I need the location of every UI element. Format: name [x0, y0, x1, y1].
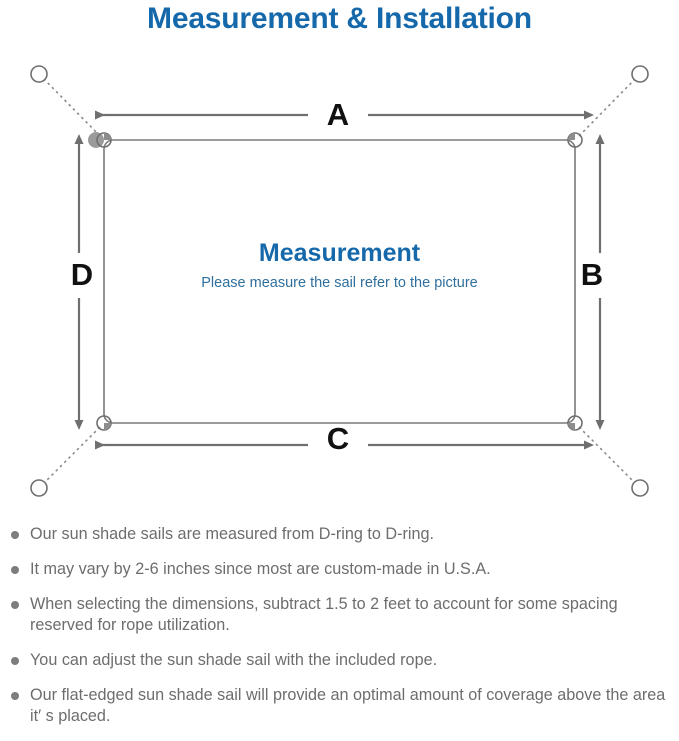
- bullet-icon: [11, 531, 19, 539]
- diagram-center-subtitle: Please measure the sail refer to the pic…: [201, 275, 478, 291]
- bullet-icon: [11, 566, 19, 574]
- list-item: It may vary by 2-6 inches since most are…: [0, 559, 679, 580]
- diagram-svg: [30, 65, 649, 497]
- list-item: You can adjust the sun shade sail with t…: [0, 650, 679, 671]
- list-item: When selecting the dimensions, subtract …: [0, 594, 679, 636]
- d-ring-top-left: [87, 132, 112, 149]
- dimension-label-c: C: [326, 421, 350, 456]
- sail-rectangle: [103, 139, 576, 424]
- list-item-text: Our sun shade sails are measured from D-…: [30, 525, 434, 543]
- dimension-label-d: D: [70, 257, 94, 292]
- d-ring-bottom-right: [567, 415, 583, 431]
- rope-line-top-left: [40, 75, 101, 137]
- bullet-icon: [11, 692, 19, 700]
- dimension-label-b: B: [580, 257, 604, 292]
- d-ring-bottom-left: [96, 415, 112, 431]
- list-item-text: You can adjust the sun shade sail with t…: [30, 651, 438, 669]
- list-item-text: When selecting the dimensions, subtract …: [30, 595, 618, 634]
- d-ring-top-right: [567, 132, 583, 148]
- list-item-text: It may vary by 2-6 inches since most are…: [30, 560, 491, 578]
- list-item-text: Our flat-edged sun shade sail will provi…: [30, 686, 666, 725]
- diagram-center-heading: Measurement: [258, 239, 421, 267]
- diagram-center-caption: Measurement Please measure the sail refe…: [0, 238, 679, 294]
- measurement-diagram: A B C D Measurement Please measure the s…: [0, 48, 679, 518]
- bullet-icon: [11, 657, 19, 665]
- rope-line-bottom-left: [40, 426, 101, 487]
- list-item: Our sun shade sails are measured from D-…: [0, 524, 679, 545]
- anchor-point-bottom-right: [631, 479, 649, 497]
- rope-line-bottom-right: [578, 426, 639, 487]
- anchor-point-top-right: [631, 65, 649, 83]
- page-title: Measurement & Installation: [147, 2, 532, 35]
- rope-line-top-right: [578, 75, 639, 137]
- anchor-point-top-left: [30, 65, 48, 83]
- notes-list: Our sun shade sails are measured from D-…: [0, 524, 679, 741]
- dimension-label-a: A: [326, 97, 350, 132]
- list-item: Our flat-edged sun shade sail will provi…: [0, 685, 679, 727]
- anchor-point-bottom-left: [30, 479, 48, 497]
- bullet-icon: [11, 601, 19, 609]
